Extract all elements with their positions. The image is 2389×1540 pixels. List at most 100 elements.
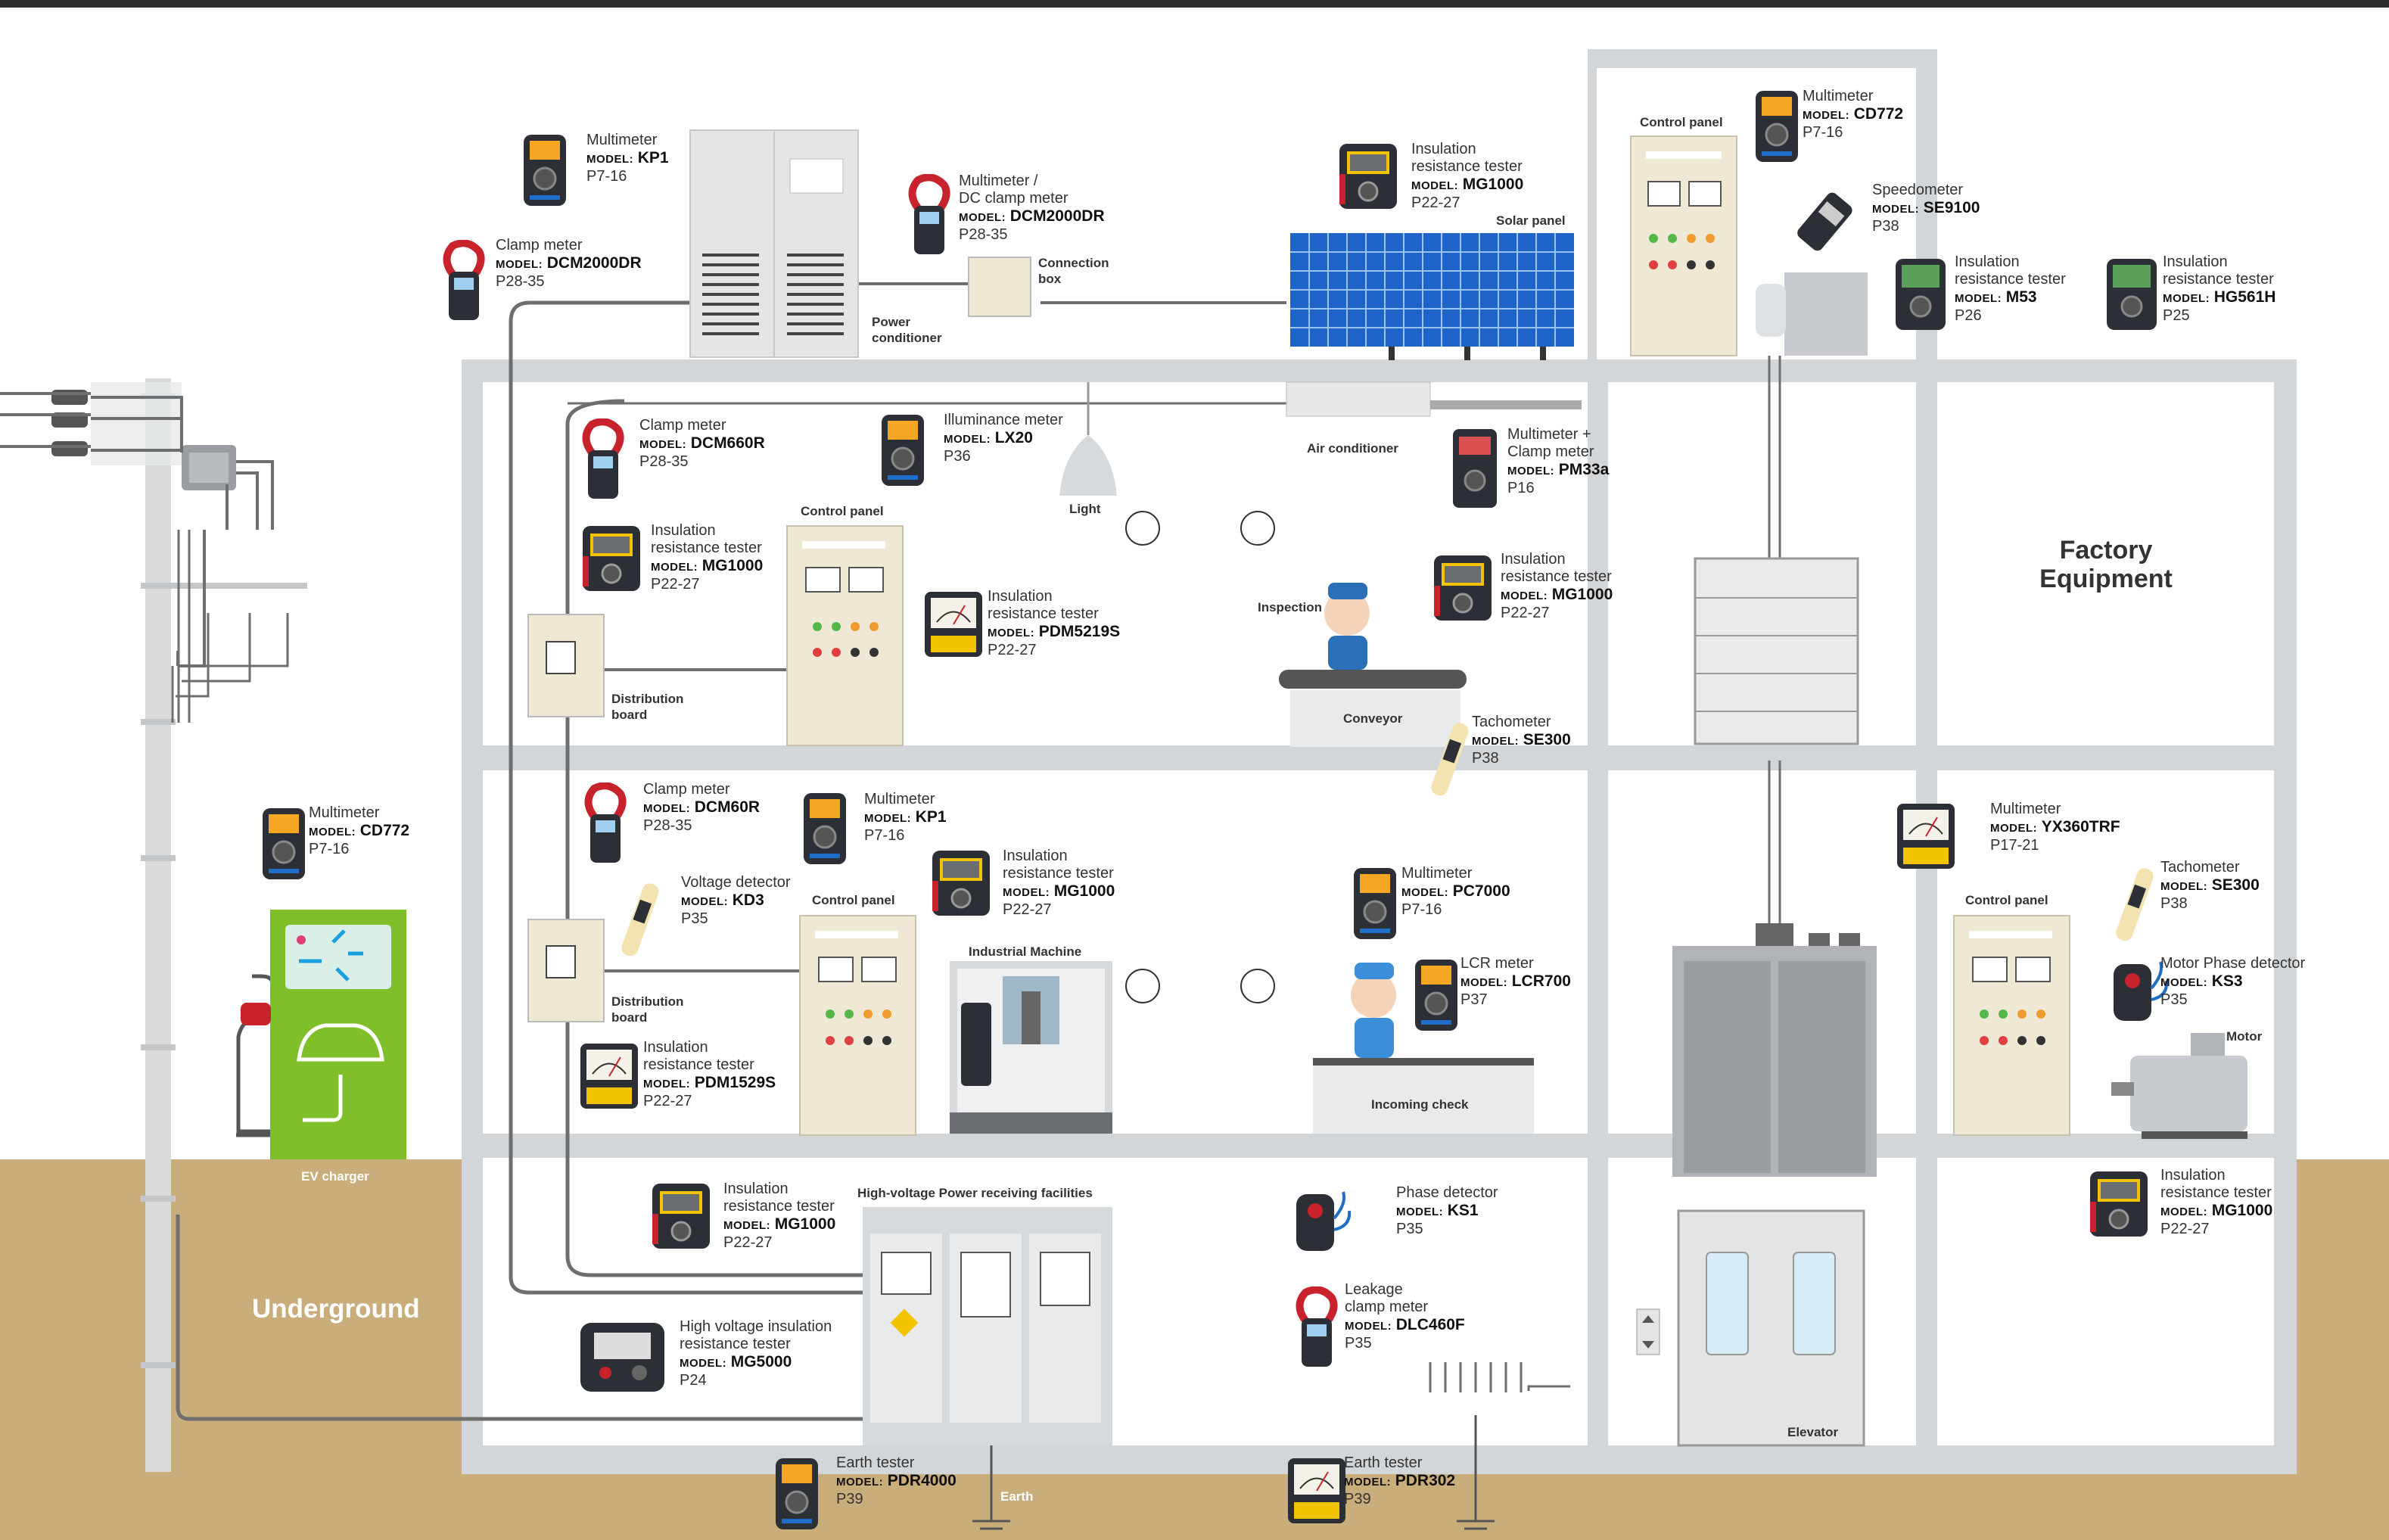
instrument-model: MODEL: YX360TRF	[1990, 818, 2120, 837]
label-hv-facilities: High-voltage Power receiving facilities	[857, 1186, 1093, 1200]
instrument-device-lcr700-icon	[1414, 958, 1459, 1036]
label-elevator: Elevator	[1787, 1425, 1839, 1439]
label-line: Connection	[1038, 256, 1109, 270]
instrument-device-kp1-icon	[522, 133, 568, 211]
model-value: DLC460F	[1395, 1316, 1465, 1333]
instrument-model: MODEL: KD3	[681, 891, 791, 910]
model-value: SE300	[1523, 731, 1571, 748]
instrument-name-line: Insulation	[723, 1181, 789, 1197]
instrument-model: MODEL: HG561H	[2163, 288, 2275, 307]
instrument-page: P28-35	[959, 226, 1008, 243]
model-prefix: MODEL:	[496, 258, 543, 271]
instrument-device-mg1000-icon	[2089, 1170, 2149, 1242]
model-prefix: MODEL:	[1507, 465, 1555, 478]
instrument-name-line: Insulation	[643, 1039, 708, 1056]
model-prefix: MODEL:	[639, 438, 687, 451]
instrument-name-line: Leakage	[1345, 1281, 1403, 1298]
instrument-name-line: High voltage insulation	[680, 1318, 832, 1335]
label-line: Power	[872, 315, 911, 329]
model-prefix: MODEL:	[1003, 886, 1050, 899]
model-prefix: MODEL:	[680, 1357, 727, 1370]
control-panel-roof-graphic	[1630, 135, 1737, 356]
instrument-name-line: Speedometer	[1872, 182, 1964, 198]
label-solar-panel: Solar panel	[1496, 213, 1566, 228]
instrument-device-dlc460f-icon	[1290, 1286, 1343, 1374]
instrument-name-line: Insulation	[2160, 1167, 2226, 1184]
model-value: DCM2000DR	[1009, 207, 1105, 225]
label-line: Distribution	[611, 994, 684, 1009]
top-bar	[0, 0, 2389, 8]
model-prefix: MODEL:	[1501, 590, 1548, 602]
instrument-model: MODEL: KS3	[2160, 972, 2305, 991]
instrument-name-line: Insulation	[1411, 141, 1476, 157]
instrument-device-lx20-icon	[880, 413, 925, 491]
model-value: YX360TRF	[2041, 818, 2120, 835]
model-prefix: MODEL:	[681, 895, 729, 908]
instrument-device-mg1000-icon	[931, 849, 991, 921]
instrument-page: P35	[2160, 991, 2188, 1008]
instrument-name-line: resistance tester	[988, 605, 1099, 622]
instrument-device-cd772-icon	[261, 807, 306, 885]
instrument-page: P22-27	[2160, 1221, 2210, 1237]
model-value: DCM660R	[690, 434, 765, 452]
instrument-model: MODEL: DCM2000DR	[959, 207, 1105, 226]
instrument-name-line: resistance tester	[1501, 568, 1612, 585]
model-value: M53	[2005, 288, 2037, 306]
model-value: MG1000	[1462, 176, 1524, 193]
model-prefix: MODEL:	[1401, 886, 1449, 899]
model-value: MG1000	[2211, 1202, 2273, 1219]
model-prefix: MODEL:	[2163, 292, 2210, 305]
instrument-page: P38	[1472, 750, 1499, 767]
model-prefix: MODEL:	[723, 1219, 771, 1232]
model-value: MG1000	[1053, 882, 1115, 900]
instrument-device-kd3-icon	[617, 878, 662, 965]
instrument-model: MODEL: PDM1529S	[643, 1074, 776, 1093]
instrument-name-line: DC clamp meter	[959, 190, 1069, 207]
instrument-name-line: resistance tester	[651, 540, 762, 556]
instrument-model: MODEL: PDR302	[1344, 1472, 1455, 1491]
wiring	[0, 282, 1781, 1530]
model-value: KP1	[915, 808, 947, 826]
power-conditioner-graphic	[689, 129, 859, 358]
model-value: PDR302	[1395, 1472, 1456, 1489]
instrument-page: P16	[1507, 480, 1535, 496]
instrument-name-line: Multimeter	[586, 132, 658, 148]
instrument-device-pdm1529s-icon	[579, 1042, 639, 1114]
instrument-device-yx360trf-icon	[1896, 802, 1956, 874]
instrument-page: P37	[1460, 991, 1488, 1008]
instrument-name-line: resistance tester	[2163, 271, 2274, 288]
instrument-name-line: resistance tester	[1003, 865, 1114, 882]
distribution-board-graphics	[527, 614, 605, 1022]
hv-facilities-graphic	[863, 1207, 1112, 1445]
model-prefix: MODEL:	[2160, 1206, 2208, 1218]
instrument-model: MODEL: DCM660R	[639, 434, 765, 453]
instrument-device-ks3-icon	[2107, 958, 2169, 1030]
label-line: box	[1038, 272, 1062, 286]
instrument-name-line: Insulation	[988, 588, 1053, 605]
instrument-device-dcm2000dr-icon	[903, 173, 956, 261]
area-factory-equipment: Factory Equipment	[2034, 536, 2178, 593]
instrument-name-line: Insulation	[1955, 254, 2020, 270]
model-value: MG1000	[1551, 586, 1613, 603]
instrument-name-line: Clamp meter	[496, 237, 583, 254]
model-prefix: MODEL:	[1396, 1206, 1444, 1218]
instrument-device-hg561h-icon	[2105, 257, 2158, 335]
instrument-model: MODEL: PDR4000	[836, 1472, 957, 1491]
instrument-name-line: Multimeter	[309, 804, 380, 821]
instrument-model: MODEL: PC7000	[1401, 882, 1510, 901]
